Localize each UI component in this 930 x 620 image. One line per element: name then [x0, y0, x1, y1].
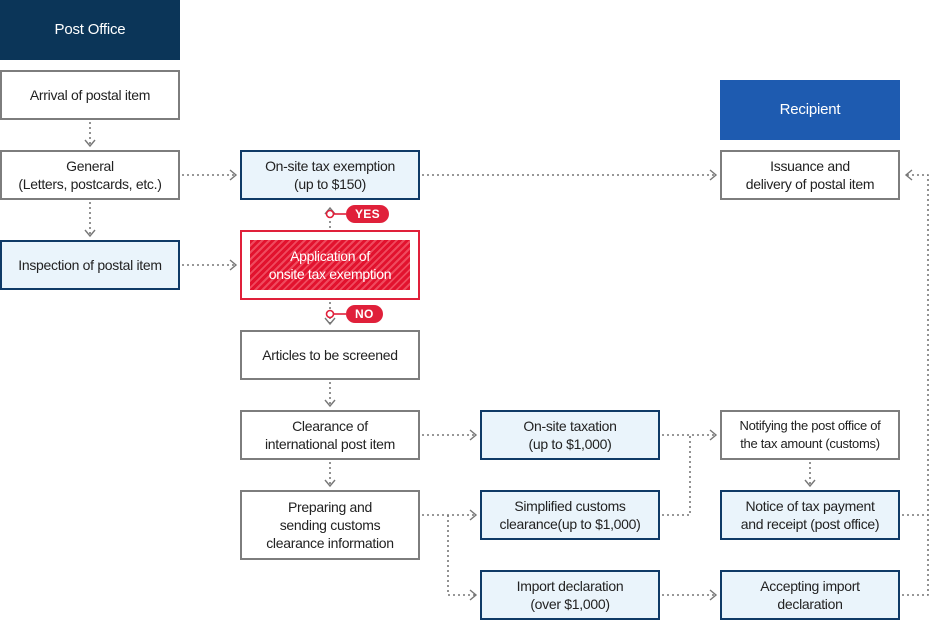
inspection-box: Inspection of postal item	[0, 240, 180, 290]
no-marker-circle	[325, 309, 335, 319]
line-simplified-to-notifying	[662, 435, 691, 516]
issuance-box: Issuance and delivery of postal item	[720, 150, 900, 200]
badge-markers	[325, 209, 335, 319]
notifying-box: Notifying the post office of the tax amo…	[720, 410, 900, 460]
general-box: General (Letters, postcards, etc.)	[0, 150, 180, 200]
no-badge: NO	[346, 305, 383, 323]
articles-box: Articles to be screened	[240, 330, 420, 380]
simplified-clearance-box: Simplified customs clearance(up to $1,00…	[480, 490, 660, 540]
notice-payment-box: Notice of tax payment and receipt (post …	[720, 490, 900, 540]
application-box: Application of onsite tax exemption	[240, 230, 420, 300]
yes-marker-circle	[325, 209, 335, 219]
arrival-box: Arrival of postal item	[0, 70, 180, 120]
yes-badge: YES	[346, 205, 389, 223]
application-label: Application of onsite tax exemption	[250, 240, 410, 290]
preparing-box: Preparing and sending customs clearance …	[240, 490, 420, 560]
recipient-header: Recipient	[720, 80, 900, 140]
onsite-exemption-box: On-site tax exemption (up to $150)	[240, 150, 420, 200]
accepting-import-box: Accepting import declaration	[720, 570, 900, 620]
onsite-taxation-box: On-site taxation (up to $1,000)	[480, 410, 660, 460]
post-office-header: Post Office	[0, 0, 180, 60]
arrow-preparing-to-import	[447, 515, 478, 601]
import-declaration-box: Import declaration (over $1,000)	[480, 570, 660, 620]
clearance-box: Clearance of international post item	[240, 410, 420, 460]
arrow-return-to-issuance	[902, 169, 929, 596]
